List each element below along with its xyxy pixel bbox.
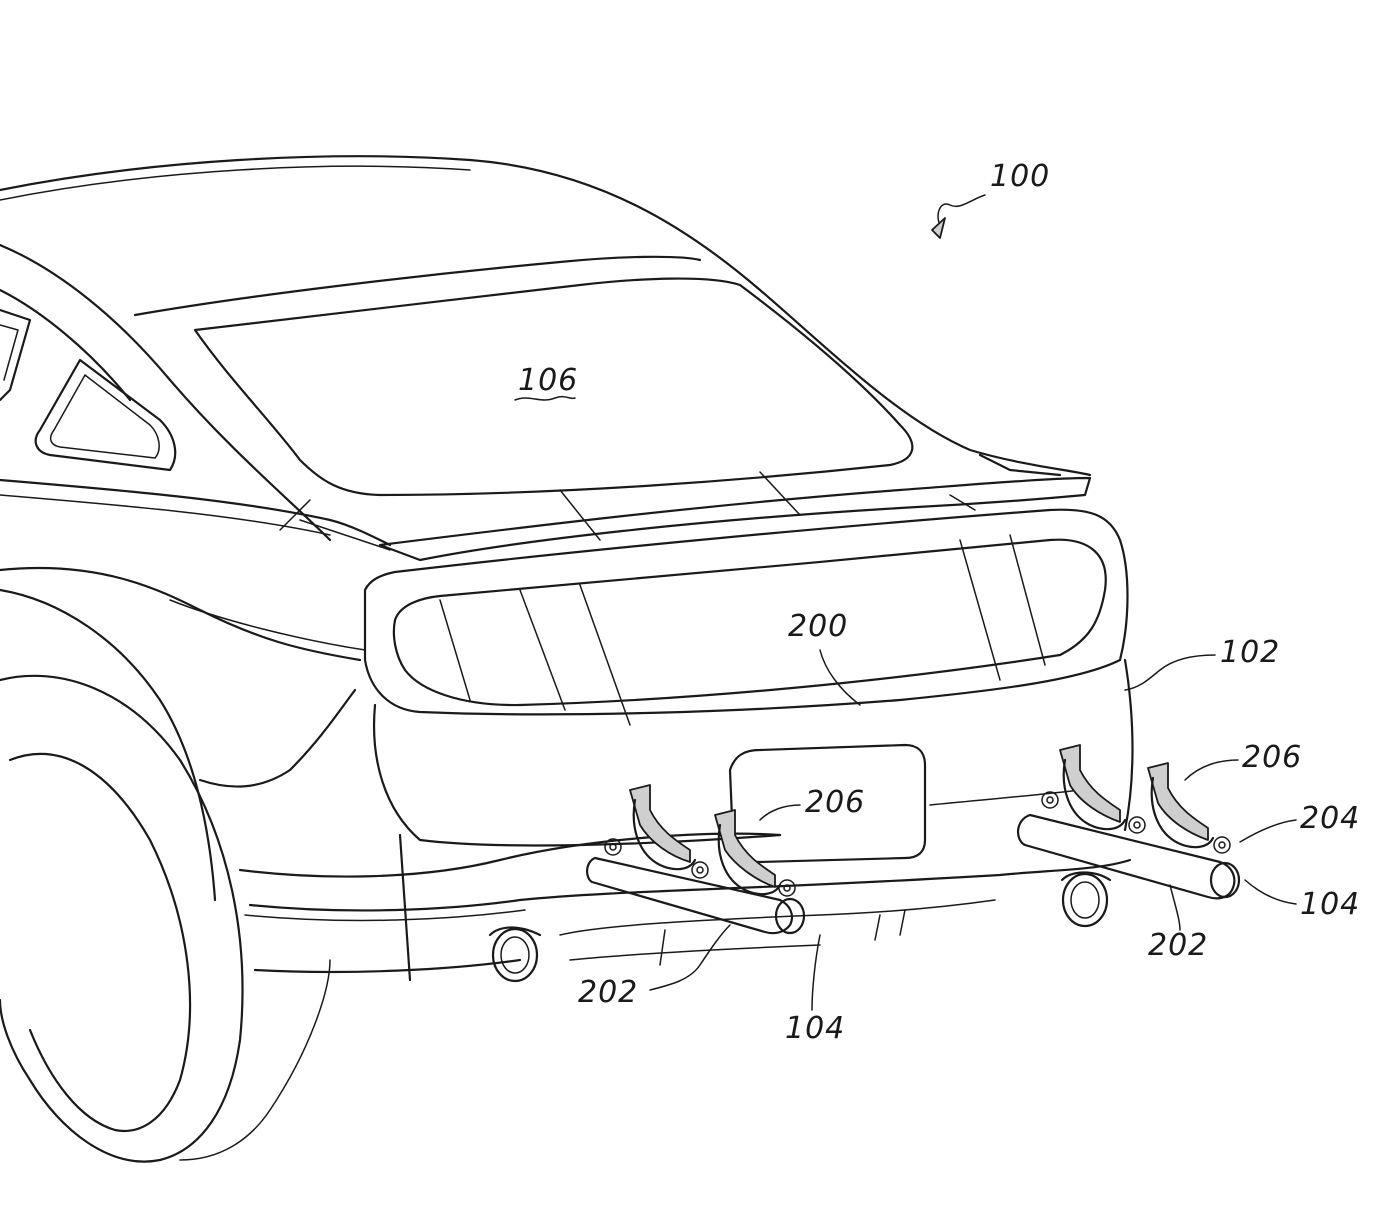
label-post-right: 104 bbox=[1300, 887, 1360, 922]
hitch-bars: 202 202 104 104 bbox=[578, 813, 1360, 1046]
label-rear-window: 106 bbox=[518, 363, 578, 398]
label-bar-left: 202 bbox=[578, 975, 638, 1010]
exhaust-tips bbox=[488, 871, 1112, 983]
label-post-left: 104 bbox=[785, 1011, 845, 1046]
rear-window: 106 bbox=[133, 255, 914, 497]
vehicle-reference: 100 bbox=[931, 159, 1050, 239]
trunk-spoiler bbox=[279, 453, 1092, 562]
vehicle-body bbox=[0, 155, 1092, 788]
brackets: 206 206 204 bbox=[604, 740, 1360, 897]
label-bar-right: 202 bbox=[1148, 928, 1208, 963]
wheel bbox=[0, 588, 331, 1163]
label-vehicle: 100 bbox=[990, 159, 1050, 194]
label-bracket-right: 206 bbox=[1242, 740, 1302, 775]
rear-fascia: 200 bbox=[363, 508, 1134, 847]
bumper: 102 bbox=[238, 635, 1280, 982]
label-bumper: 102 bbox=[1220, 635, 1280, 670]
label-pivot: 204 bbox=[1300, 801, 1360, 836]
label-bracket-left: 206 bbox=[805, 785, 865, 820]
label-rear-panel: 200 bbox=[788, 609, 848, 644]
